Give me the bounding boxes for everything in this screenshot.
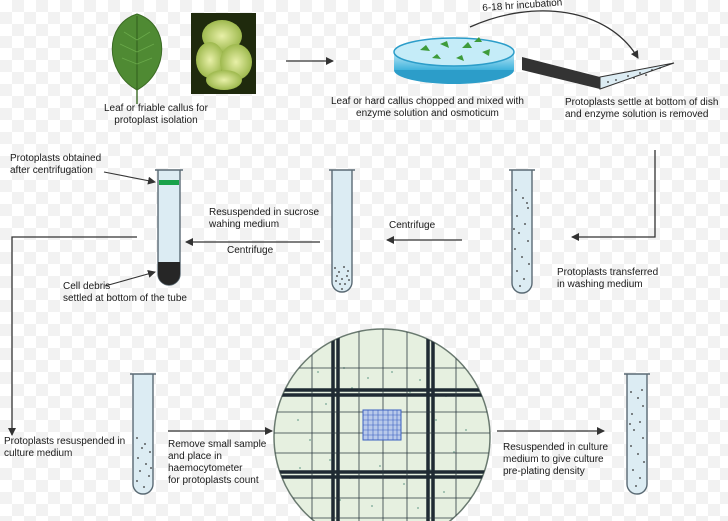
haemocytometer-icon (273, 328, 491, 521)
tube-culture-medium-icon (130, 373, 156, 495)
centrifuge-mid-label: Centrifuge (389, 220, 436, 231)
settle-label: Protoplasts settle at bottom of dish and… (565, 97, 719, 120)
counting-grid-icon (362, 409, 402, 441)
centrifuge-left-label: Centrifuge (227, 245, 274, 256)
tube-pellet-icon (329, 169, 355, 293)
haemocytometer-label: Remove small sample and place in haemocy… (168, 439, 267, 486)
chopped-label: Leaf or hard callus chopped and mixed wi… (331, 96, 524, 119)
arrow-to-washing-tube (571, 150, 656, 241)
resuspended-culture-label: Protoplasts resuspended in culture mediu… (4, 436, 126, 459)
tube-preplating-icon (624, 373, 650, 495)
arrow-to-culture-tube (8, 236, 137, 436)
sloped-dish-icon (522, 57, 675, 90)
callus-photo-icon (191, 13, 256, 94)
protoplasts-obtained-label: Protoplasts obtained after centrifugatio… (10, 153, 102, 176)
tube-washing-medium-icon (509, 169, 535, 294)
tube-protoplast-band-icon (155, 169, 183, 286)
arrow-incubation (469, 10, 639, 59)
leaf-icon (111, 13, 163, 104)
cell-debris-label: Cell debris settled at bottom of the tub… (63, 281, 187, 304)
preplating-density-label: Resuspended in culture medium to give cu… (503, 442, 609, 477)
leaf-callus-label: Leaf or friable callus for protoplast is… (104, 103, 208, 126)
arrow-protoplasts-obtained (103, 171, 156, 185)
arrow-cell-debris (104, 270, 156, 287)
protoplasts-transferred-label: Protoplasts transferred in washing mediu… (557, 267, 659, 290)
petri-dish-icon (393, 37, 515, 84)
resuspended-sucrose-label: Resuspended in sucrose wahing medium (209, 207, 320, 230)
